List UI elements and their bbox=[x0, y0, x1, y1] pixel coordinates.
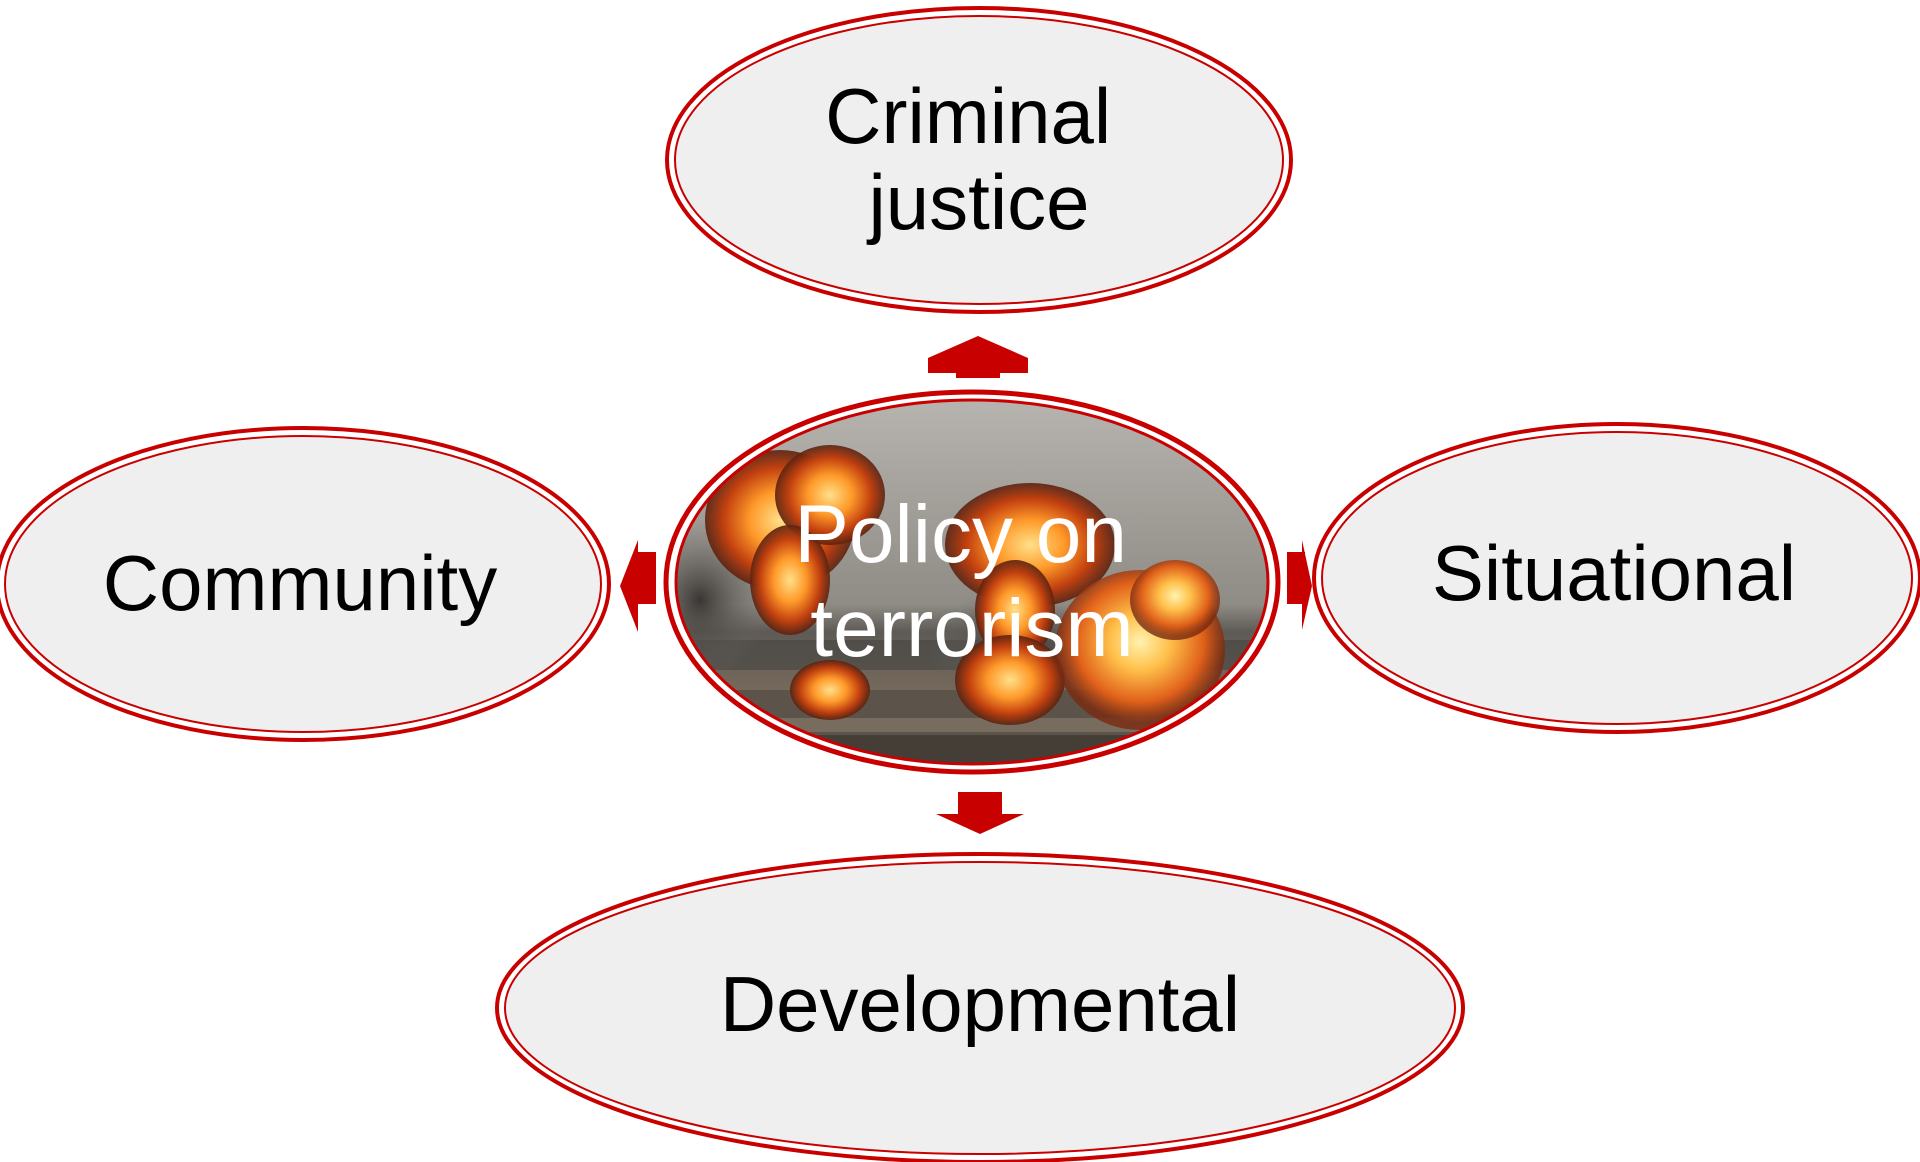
arrow-down bbox=[936, 792, 1024, 834]
node-label-developmental: Developmental bbox=[720, 960, 1240, 1048]
arrow-up bbox=[928, 336, 1028, 378]
node-community: Community bbox=[0, 426, 611, 742]
arrow-left bbox=[620, 540, 656, 632]
node-label-criminal-justice: Criminal justice bbox=[825, 72, 1133, 246]
arrow-right bbox=[1287, 540, 1312, 630]
center-label-policy: Policy on terrorism bbox=[794, 489, 1150, 674]
node-label-situational: Situational bbox=[1432, 529, 1796, 617]
node-criminal-justice: Criminal justice bbox=[665, 6, 1293, 314]
node-developmental: Developmental bbox=[495, 852, 1465, 1162]
node-label-community: Community bbox=[103, 539, 497, 627]
node-situational: Situational bbox=[1312, 422, 1920, 734]
node-policy-center: Policy on terrorism bbox=[663, 389, 1281, 775]
